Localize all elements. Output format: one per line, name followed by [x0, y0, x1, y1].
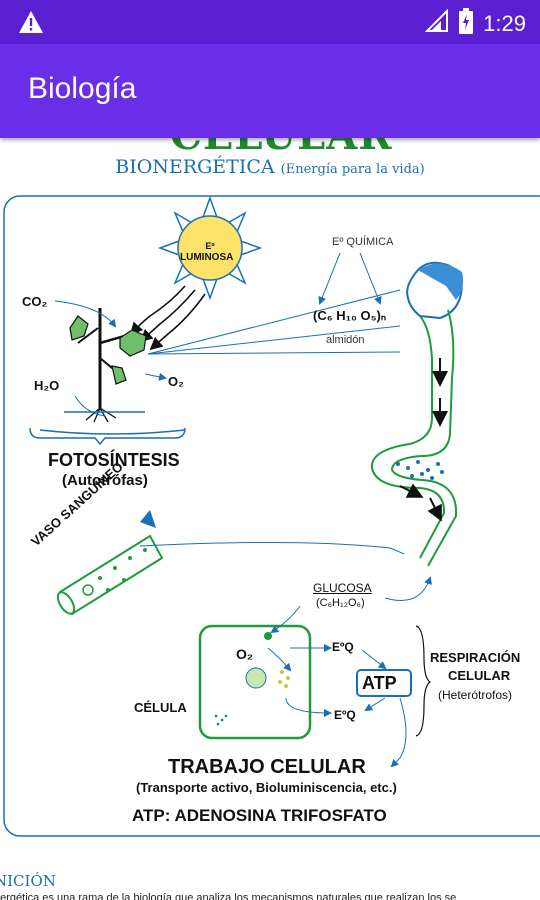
cell-label: CÉLULA [134, 700, 187, 715]
autotrophs-label: (Autotrófas) [62, 472, 148, 489]
atp-box-label: ATP [362, 673, 397, 693]
eq-label-1: EºQ [332, 640, 354, 654]
doc-subtitle: BIONERGÉTICA (Energía para la vida) [0, 156, 540, 178]
energy-lines [147, 252, 401, 355]
chem-energy-label: Eº QUÍMICA [332, 236, 394, 248]
sun-icon [157, 195, 263, 301]
h2o-label: H₂O [34, 378, 60, 393]
app-bar: Biología [0, 44, 540, 138]
eq-label-2: EºQ [334, 708, 356, 722]
section-heading: NICIÓN [0, 872, 56, 890]
blood-vessel-illustration [56, 510, 164, 616]
respiration-label-1: RESPIRACIÓN [430, 650, 521, 665]
cellular-work-label: TRABAJO CELULAR [168, 756, 366, 778]
starch-label: almidón [326, 334, 365, 346]
co2-label: CO₂ [22, 294, 48, 309]
doc-title-cut: CELULAR [170, 138, 393, 159]
section-text: nergética es una rama de la biología que… [0, 892, 457, 900]
warning-icon [18, 10, 44, 39]
person-head [406, 261, 464, 320]
subtitle-main: BIONERGÉTICA [115, 156, 275, 178]
digestive-tract [370, 309, 458, 567]
bioenergetics-diagram [3, 195, 540, 837]
cell-illustration [198, 605, 432, 768]
heterotrophs-label: (Heterótrofos) [438, 688, 513, 702]
document-image: CELULAR BIONERGÉTICA (Energía para la vi… [0, 138, 540, 900]
o2-plant-label: O₂ [168, 374, 184, 389]
app-title: Biología [28, 72, 137, 105]
battery-icon [459, 8, 474, 39]
plant-illustration [39, 300, 186, 435]
glucose-formula: (C₆H₁₂O₆) [316, 597, 365, 609]
glucose-label: GLUCOSA [313, 581, 372, 595]
signal-icon [424, 8, 449, 38]
tract-particles [396, 460, 444, 480]
photosynthesis-label: FOTOSÍNTESIS [48, 450, 180, 470]
diagram-frame [3, 195, 540, 837]
atp-definition: ATP: ADENOSINA TRIFOSFATO [132, 806, 387, 825]
sun-label: LUMINOSA [180, 252, 234, 263]
o2-cell-label: O₂ [236, 646, 254, 662]
status-bar: 1:29 [0, 0, 540, 44]
sun-label-top: Eº [205, 241, 215, 251]
respiration-label-2: CELULAR [448, 668, 511, 683]
subtitle-paren: (Energía para la vida) [280, 162, 425, 177]
starch-formula: (C₆ H₁₀ O₅)ₙ [313, 308, 387, 323]
tract-arrows [399, 358, 448, 522]
light-rays [129, 285, 206, 351]
status-time: 1:29 [483, 10, 526, 36]
cellular-work-examples: (Transporte activo, Bioluminiscencia, et… [136, 780, 397, 795]
